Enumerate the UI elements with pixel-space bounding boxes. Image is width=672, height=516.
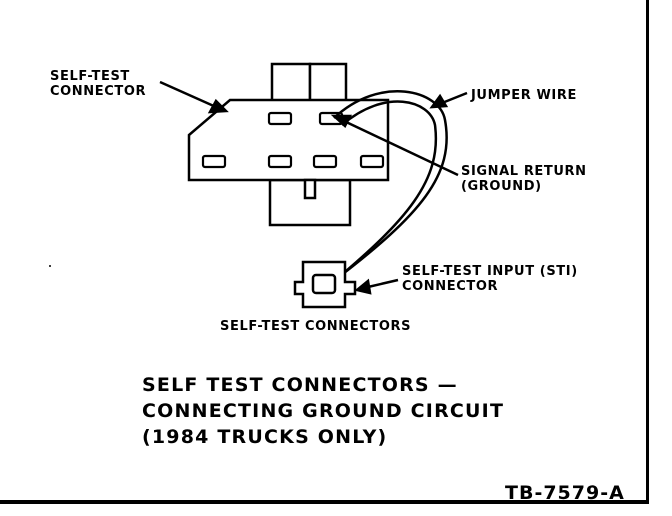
leader-lines (159, 80, 468, 295)
frame-border-right (646, 0, 649, 503)
bottom-key (303, 178, 317, 200)
figure-caption: SELF TEST CONNECTORS — CONNECTING GROUND… (142, 372, 504, 450)
sti-connector (293, 260, 357, 309)
caption-line-1: SELF TEST CONNECTORS — (142, 374, 458, 396)
caption-line-2: CONNECTING GROUND CIRCUIT (142, 400, 505, 422)
top-tab-right (308, 62, 348, 106)
diagram-title: SELF-TEST CONNECTORS (220, 319, 412, 334)
caption-line-3: (1984 TRUCKS ONLY) (142, 426, 388, 448)
frame-border-bottom (0, 500, 649, 504)
signal-return-label: SIGNAL RETURN (GROUND) (461, 164, 587, 194)
self-test-connector-label: SELF-TEST CONNECTOR (50, 69, 147, 99)
jumper-wire (326, 90, 448, 288)
connector-pins (201, 111, 385, 169)
jumper-wire-label: JUMPER WIRE (471, 88, 577, 103)
self-test-connector-body (187, 62, 390, 227)
figure-number: TB-7579-A (505, 482, 625, 504)
speck (49, 265, 51, 267)
top-tab-left (270, 62, 312, 106)
sti-connector-label: SELF-TEST INPUT (STI) CONNECTOR (402, 264, 578, 294)
